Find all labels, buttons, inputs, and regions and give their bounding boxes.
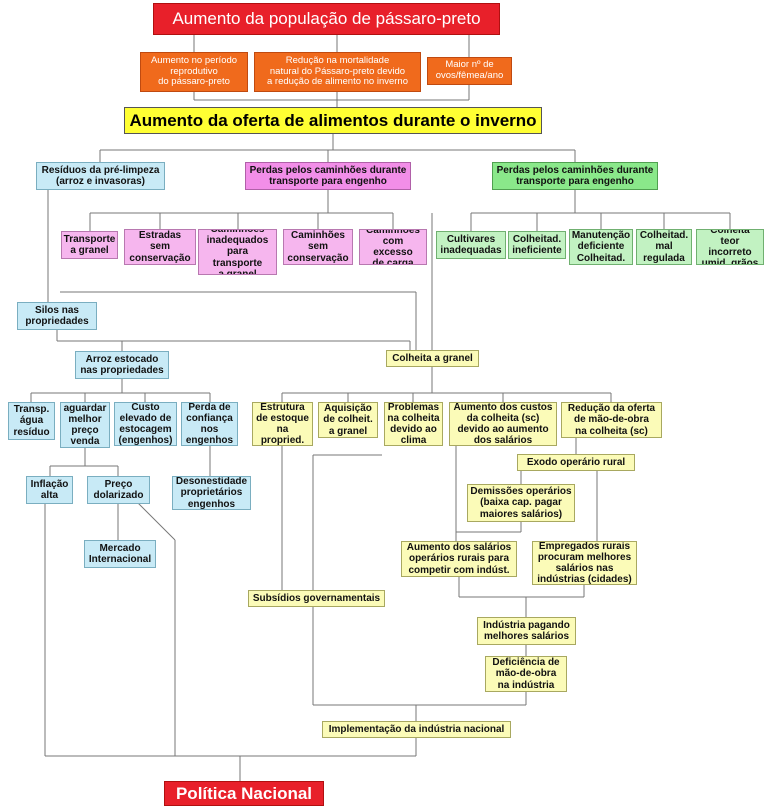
mercado-internacional-node: Mercado Internacional xyxy=(84,540,156,568)
main-cause-node: Aumento da oferta de alimentos durante o… xyxy=(124,107,542,134)
arroz-estocado-node: Arroz estocado nas propriedades xyxy=(75,351,169,379)
pink-item-excesso-carga: Caminhões com excesso de carga xyxy=(359,229,427,265)
cause-reproductive-period: Aumento no período reprodutivo do pássar… xyxy=(140,52,248,92)
desonestidade-node: Desonestidade proprietários engenhos xyxy=(172,476,251,510)
colheita-granel-node: Colheita a granel xyxy=(386,350,479,367)
blue-item-transp-agua: Transp. água resíduo xyxy=(8,402,55,440)
pink-item-estradas: Estradas sem conservação xyxy=(124,229,196,265)
blue-item-aguardar-preco: aguardar melhor preço venda xyxy=(60,402,110,448)
empregados-rurais-node: Empregados rurais procuram melhores salá… xyxy=(532,541,637,585)
residuos-node: Resíduos da pré-limpeza (arroz e invasor… xyxy=(36,162,165,190)
cream-item-aumento-custos: Aumento dos custos da colheita (sc) devi… xyxy=(449,402,557,446)
cream-item-aquisicao-colheit: Aquisição de colheit. a granel xyxy=(318,402,378,438)
cream-item-reducao-oferta: Redução da oferta de mão-de-obra na colh… xyxy=(561,402,662,438)
green-item-manutencao: Manutenção deficiente Colheitad. xyxy=(569,229,633,265)
cream-item-estrutura-estoque: Estrutura de estoque na propried. xyxy=(252,402,313,446)
pink-item-transporte-granel: Transporte a granel xyxy=(61,231,118,259)
perdas-colheita-node: Perdas pelos caminhões durante transport… xyxy=(492,162,658,190)
silos-node: Silos nas propriedades xyxy=(17,302,97,330)
cause-more-eggs: Maior nº de ovos/fêmea/ano xyxy=(427,57,512,85)
implementacao-node: Implementação da indústria nacional xyxy=(322,721,511,738)
preco-dolarizado-node: Preço dolarizado xyxy=(87,476,150,504)
deficiencia-node: Deficiência de mão-de-obra na indústria xyxy=(485,656,567,692)
pink-item-caminhoes-inadequados: Caminhões inadequados para transporte a … xyxy=(198,229,277,275)
title-node: Aumento da população de pássaro-preto xyxy=(153,3,500,35)
subsidios-node: Subsídios governamentais xyxy=(248,590,385,607)
industria-pagando-node: Indústria pagando melhores salários xyxy=(477,617,576,645)
exodo-node: Exodo operário rural xyxy=(517,454,635,471)
connector-line xyxy=(134,499,176,541)
blue-item-perda-confianca: Perda de confiança nos engenhos xyxy=(181,402,238,446)
green-item-teor-umidade: Colheita teor incorreto umid. grãos xyxy=(696,229,764,265)
green-item-mal-regulada: Colheitad. mal regulada xyxy=(636,229,692,265)
cream-item-problemas-clima: Problemas na colheita devido ao clima xyxy=(384,402,443,446)
green-item-colheitad-ineficiente: Colheitad. ineficiente xyxy=(508,231,566,259)
demissoes-node: Demissões operários (baixa cap. pagar ma… xyxy=(467,484,575,522)
blue-item-custo-estocagem: Custo elevado de estocagem (engenhos) xyxy=(114,402,177,446)
perdas-transporte-node: Perdas pelos caminhões durante transport… xyxy=(245,162,411,190)
inflacao-node: Inflação alta xyxy=(26,476,73,504)
aumento-salarios-node: Aumento dos salários operários rurais pa… xyxy=(401,541,517,577)
cause-reduced-mortality: Redução na mortalidade natural do Pássar… xyxy=(254,52,421,92)
pink-item-caminhoes-sem-conservacao: Caminhões sem conservação xyxy=(283,229,353,265)
green-item-cultivares: Cultivares inadequadas xyxy=(436,231,506,259)
politica-nacional-node: Política Nacional xyxy=(164,781,324,806)
